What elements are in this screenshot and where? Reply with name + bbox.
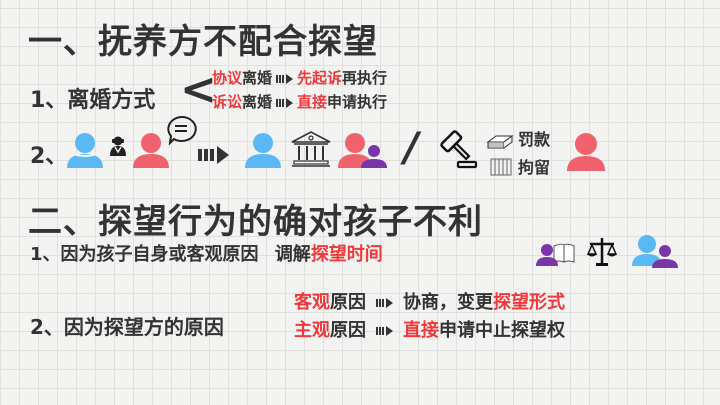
jail-bars-icon: [490, 158, 512, 176]
visitor-reason-label: 2、因为探望方的原因: [30, 315, 224, 339]
item2-label: 2、: [30, 144, 68, 169]
or-separator: /: [404, 125, 419, 171]
row1-result-red: 先起诉: [297, 69, 343, 87]
objective-red: 客观: [294, 292, 330, 313]
dotted-arrow-icon: [198, 144, 229, 164]
row2-result-red: 直接: [297, 93, 328, 111]
subjective-result-red: 直接: [403, 320, 439, 341]
speech-bubble-icon: [164, 115, 198, 145]
subjective-result-black: 申请中止探望权: [439, 320, 565, 341]
money-stack-icon: [486, 132, 514, 150]
subjective-black: 原因: [330, 320, 366, 341]
objective-reason-row: 客观原因 协商，变更探望形式: [294, 290, 565, 316]
mediate-label: 调解: [274, 244, 311, 265]
subjective-reason-row: 主观原因 直接申请中止探望权: [294, 318, 565, 344]
detention-label: 拘留: [518, 158, 551, 177]
objective-black: 原因: [330, 292, 366, 313]
objective-result-black: 协商，变更: [403, 292, 493, 313]
visit-time-label: 探望时间: [310, 244, 383, 265]
fine-label: 罚款: [518, 130, 551, 149]
parent-child-icon: [338, 132, 388, 170]
divorce-method-label: 1、离婚方式: [30, 88, 156, 113]
dotted-arrow-icon: [376, 326, 393, 336]
row1-result-black: 再执行: [342, 69, 388, 87]
parent-child-icon: [632, 234, 678, 268]
scales-icon: [586, 236, 618, 268]
bracket-symbol: <: [180, 64, 217, 115]
row2-black: 离婚: [242, 93, 273, 111]
dotted-arrow-icon: [376, 298, 393, 308]
dotted-arrow-icon: [276, 73, 294, 84]
section2-title: 二、探望行为的确对孩子不利: [28, 202, 483, 242]
row1-black: 离婚: [242, 69, 273, 87]
person-blue-icon: [66, 132, 104, 168]
courthouse-icon: [290, 130, 332, 168]
section1-title: 一、抚养方不配合探望: [28, 22, 378, 62]
row2-result-black: 申请执行: [327, 93, 388, 111]
section2-item1: 1、因为孩子自身或客观原因 调解探望时间: [30, 240, 383, 266]
objective-result-red: 探望形式: [493, 292, 565, 313]
subjective-red: 主观: [294, 320, 330, 341]
person-blue-icon: [244, 132, 282, 168]
person-pink-icon: [566, 133, 606, 171]
person-book-icon: [536, 240, 576, 266]
person-pink-icon: [132, 132, 170, 168]
dotted-arrow-icon: [276, 97, 294, 108]
litigation-divorce-row: 诉讼离婚 直接申请执行: [212, 92, 387, 112]
row2-red: 诉讼: [212, 93, 243, 111]
row1-red: 协议: [212, 69, 243, 87]
agreement-divorce-row: 协议离婚 先起诉再执行: [212, 68, 387, 88]
lawyer-icon: [108, 136, 128, 156]
gavel-icon: [436, 128, 480, 170]
child-reason-label: 1、因为孩子自身或客观原因: [30, 244, 259, 265]
